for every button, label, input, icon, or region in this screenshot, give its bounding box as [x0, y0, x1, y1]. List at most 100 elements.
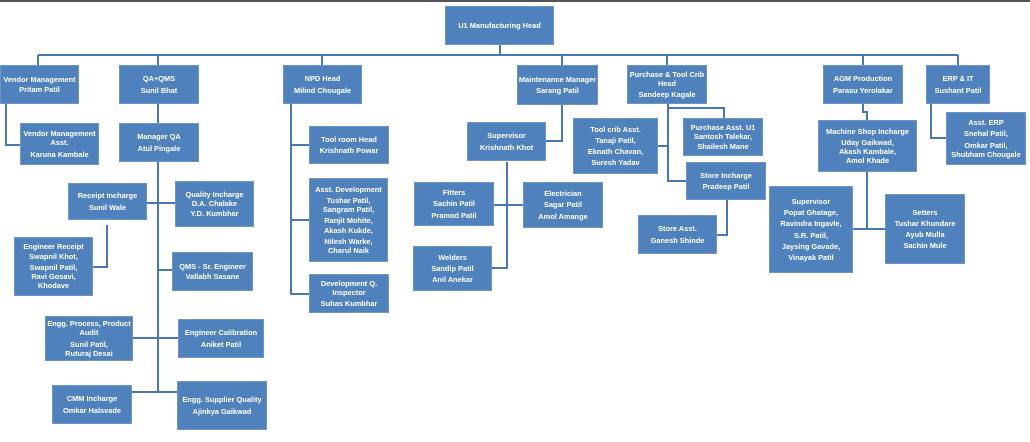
node-title: ERP & IT: [942, 74, 974, 84]
node-store-incharge: Store Incharge Pradeep Patil: [686, 162, 766, 200]
node-engineer-calibration: Engineer Calibration Aniket Patil: [178, 319, 264, 358]
node-person: Ganesh Shinde: [650, 235, 705, 245]
node-title: CMM Incharge: [66, 394, 118, 404]
node-person: Pritam Patil: [19, 84, 60, 94]
node-person: Sarang Patil: [536, 86, 579, 95]
node-electrician: Electrician Sagar Patil Amol Amange: [523, 182, 603, 228]
node-title: Asst. ERP: [968, 118, 1004, 128]
node-person: Milind Chougale: [293, 85, 352, 95]
node-person: Krishnath Powar: [319, 146, 379, 155]
node-person: Jaysing Gavade,: [781, 241, 841, 251]
node-title: Tool crib Asst.: [590, 124, 641, 134]
node-vendor-management: Vendor Management Pritam Patil: [0, 65, 79, 104]
node-qa-qms: QA+QMS Sunil Bhat: [119, 65, 199, 104]
node-person: Vallabh Sasane: [185, 271, 240, 281]
node-title: AGM Production: [833, 74, 893, 84]
node-person: Ayub Mulla: [905, 230, 945, 239]
node-engg-process-audit: Engg. Process, Product Audit Sunil Patil…: [45, 316, 133, 361]
node-fitters: Fitters Sachin Patil Pramod Patil: [414, 182, 494, 226]
node-person: Karuna Kambale: [30, 149, 89, 159]
node-person: Omkar Halsvade: [63, 405, 121, 415]
node-asst-erp: Asst. ERP Snehal Patil, Omkar Patil, Shu…: [946, 112, 1026, 165]
node-title: Tool room Head: [321, 134, 377, 144]
node-title: Electrician: [544, 189, 582, 199]
node-person: Tushar Patil,: [326, 195, 371, 205]
node-person: Ravi Gosavi,: [31, 272, 76, 282]
node-person: Sandeep Kagale: [638, 90, 696, 100]
node-title: Store Incharge: [700, 170, 752, 180]
node-person: Sachin Mule: [903, 241, 947, 251]
node-person: Shubham Chougale: [951, 149, 1021, 159]
node-person: Ravindra Ingavle,: [780, 219, 842, 229]
node-manufacturing-head: U1 Manufacturing Head: [445, 6, 554, 45]
node-title: Asst. Development: [315, 184, 382, 194]
node-title: U1 Manufacturing Head: [458, 20, 541, 30]
node-asst-development: Asst. Development Tushar Patil, Sangram …: [309, 178, 388, 262]
node-person: Anil Anekar: [432, 275, 473, 285]
node-person: Sangram Patil,: [322, 205, 375, 215]
node-title: Setters: [912, 207, 938, 217]
node-title: Purchase & Tool Crib: [629, 69, 705, 79]
node-engg-supplier-quality: Engg. Supplier Quality Ajinkya Gaikwad: [177, 381, 267, 430]
node-supervisor-krishnath: Supervisor Krishnath Khot: [467, 122, 546, 161]
node-title: Store Asst.: [658, 224, 697, 234]
node-title: Supervisor: [487, 131, 526, 141]
node-store-asst: Store Asst. Ganesh Shinde: [638, 215, 717, 254]
node-tool-room-head: Tool room Head Krishnath Powar: [309, 126, 389, 164]
node-purchase-tool-crib-head: Purchase & Tool Crib Head Sandeep Kagale: [627, 65, 707, 104]
node-person: Ruturaj Desai: [65, 348, 113, 358]
node-title: Quality Incharge: [185, 190, 244, 200]
node-title: Head: [657, 78, 677, 88]
node-title: QMS - Sr. Engineer: [179, 262, 246, 272]
node-title: Engg. Process, Product: [47, 319, 131, 329]
node-title: Engg. Supplier Quality: [182, 395, 262, 405]
node-supervisor-popat: Supervisor Popat Ghatage, Ravindra Ingav…: [769, 186, 853, 273]
node-purchase-asst-u1: Purchase Asst. U1 Santosh Talekar, Shail…: [683, 118, 763, 156]
node-title: Machine Shop Incharge: [826, 126, 909, 136]
node-vendor-management-asst: Vendor Management Asst. Karuna Kambale: [20, 123, 99, 165]
connector: [93, 104, 178, 393]
node-title: Inspector: [332, 287, 366, 297]
node-title: Audit: [79, 328, 99, 338]
node-person: Uday Gaikwad,: [841, 137, 894, 147]
node-development-q-inspector: Development Q. Inspector Suhas Kumbhar: [309, 274, 389, 313]
connector: [492, 105, 563, 269]
node-title: Vendor Management: [23, 129, 96, 139]
node-person: Sushant Patil: [934, 85, 982, 95]
node-agm-production: AGM Production Parasu Yerolakar: [823, 65, 903, 104]
node-person: Vinayak Patil: [788, 252, 834, 262]
node-person: Akash Kambale,: [838, 147, 897, 156]
connector: [658, 104, 728, 236]
node-person: Sunil Bhat: [140, 85, 178, 95]
connector: [5, 104, 20, 146]
node-person: Snehal Patil,: [964, 129, 1008, 139]
node-quality-incharge: Quality Incharge D.A. Chalake Y.D. Kumbh…: [175, 181, 254, 227]
node-person: Eknath Chavan,: [587, 147, 644, 156]
node-person: Nilesh Warke,: [324, 236, 373, 246]
node-person: D.A. Chalake: [191, 199, 238, 209]
node-title: QA+QMS: [142, 74, 176, 84]
node-engineer-receipt: Engineer Receipt Swapnil Khot, Swapnil P…: [14, 237, 93, 296]
node-person: Atul Pingale: [137, 143, 181, 153]
node-person: Santosh Talekar,: [693, 132, 753, 142]
node-title: Maintenance Manager: [518, 74, 597, 84]
node-person: Suresh Yadav: [591, 158, 640, 168]
connector: [290, 104, 309, 295]
node-person: Akash Kukde,: [324, 225, 373, 235]
node-title: Fitters: [442, 188, 466, 198]
node-manager-qa: Manager QA Atul Pingale: [119, 123, 199, 162]
connector: [853, 104, 885, 230]
connector: [37, 45, 959, 65]
node-tool-crib-asst: Tool crib Asst. Tanaji Patil, Eknath Cha…: [573, 118, 658, 174]
node-person: Ranjit Mohite,: [324, 216, 373, 226]
node-person: Charul Naik: [327, 246, 370, 255]
node-person: Ajinkya Gaikwad: [192, 406, 252, 416]
node-title: Vendor Management: [3, 75, 76, 85]
node-person: Parasu Yerolakar: [833, 85, 893, 95]
node-person: Pramod Patil: [431, 210, 477, 220]
node-person: Swapnil Khot,: [29, 251, 78, 261]
node-title: NPD Head: [304, 74, 341, 84]
node-erp-it: ERP & IT Sushant Patil: [926, 65, 990, 104]
node-person: Amol Amange: [538, 211, 588, 221]
node-person: Amol Khade: [845, 156, 890, 166]
